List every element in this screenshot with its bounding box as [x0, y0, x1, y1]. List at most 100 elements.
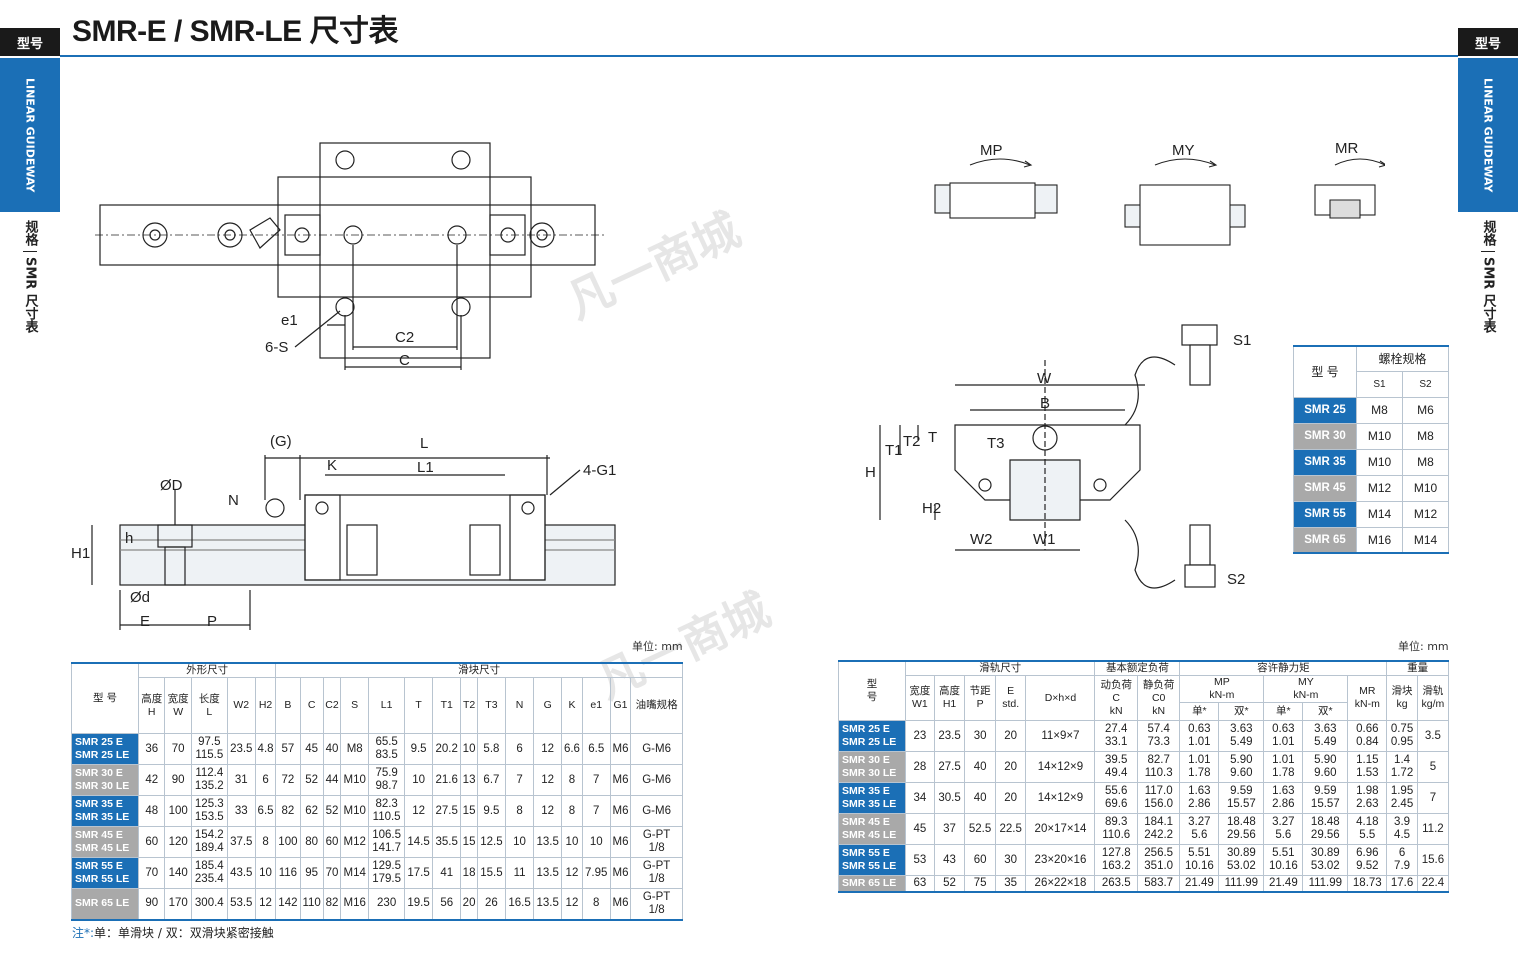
table-cell: M16: [340, 888, 370, 921]
bolt-model: SMR 65: [1293, 526, 1357, 554]
table-cell: 55.6 69.6: [1094, 782, 1138, 814]
table-cell: 82.3 110.5: [368, 795, 406, 827]
table-cell: 154.2 189.4: [190, 826, 228, 858]
table-cell: 3.63 5.49: [1302, 720, 1349, 752]
model-name: SMR 35 LE: [842, 798, 897, 810]
table-cell: 40: [322, 733, 342, 765]
table-cell: 15: [460, 795, 478, 827]
bolt-header-s2: S2: [1402, 370, 1449, 398]
table-cell: 6.5: [254, 795, 277, 827]
table-cell: 263.5: [1094, 875, 1138, 893]
table-cell: 28: [905, 751, 935, 783]
rt-col-single: 单*: [1179, 702, 1220, 721]
table-cell: 95: [299, 857, 324, 889]
footnote: 注*:单：单滑块 / 双：双滑块紧密接触: [72, 924, 274, 941]
lt-col-header: K: [561, 677, 583, 734]
table-cell: 112.4 135.2: [190, 764, 228, 796]
lt-col-header: N: [504, 677, 535, 734]
table-cell: 9.59 15.57: [1302, 782, 1349, 814]
table-cell: 9.5: [404, 733, 434, 765]
label-c2: C2: [395, 329, 414, 346]
side-sub-right: 规格 SMR 尺寸表: [1458, 216, 1518, 336]
table-cell: 1.63 2.86: [1179, 782, 1220, 814]
table-cell: M6: [609, 888, 632, 921]
table-cell: 170: [164, 888, 192, 921]
rt-col-mp: MP kN-m: [1179, 675, 1265, 703]
side-tab-linear-guideway-left[interactable]: LINEAR GUIDEWAY: [0, 58, 60, 212]
model-name: SMR 35 E: [842, 785, 890, 797]
label-k: K: [327, 457, 337, 474]
table-cell: 6: [254, 764, 277, 796]
bolt-header-model: 型 号: [1293, 345, 1357, 398]
model-name: SMR 45 E: [842, 816, 890, 828]
label-w: W: [1037, 370, 1052, 387]
lt-col-header: e1: [581, 677, 611, 734]
table-cell: 18.48 29.56: [1302, 813, 1349, 845]
table-cell: 35: [994, 875, 1027, 893]
table-cell: 36: [137, 733, 166, 765]
rt-header-moment: 容许静力矩: [1179, 660, 1388, 676]
table-cell: 106.5 141.7: [368, 826, 406, 858]
table-cell: 18.48 29.56: [1218, 813, 1265, 845]
lt-col-header: T2: [460, 677, 478, 734]
table-cell: 90: [137, 888, 166, 921]
model-name: SMR 55 E: [842, 847, 890, 859]
label-c: C: [399, 352, 410, 369]
table-cell: 127.8 163.2: [1094, 844, 1138, 876]
table-cell: 90: [164, 764, 192, 796]
table-cell: 10: [581, 826, 611, 858]
table-cell: M10: [340, 764, 370, 796]
lt-col-header: C2: [322, 677, 342, 734]
table-cell: 10: [404, 764, 434, 796]
bolt-s1: M10: [1356, 448, 1403, 476]
table-cell: 23: [905, 720, 935, 752]
table-cell: 1.98 2.63: [1347, 782, 1388, 814]
lt-header-model: 型 号: [71, 662, 139, 734]
table-cell: 140: [164, 857, 192, 889]
table-cell: 63: [905, 875, 935, 893]
bolt-model: SMR 30: [1293, 422, 1357, 450]
label-t2: T2: [903, 433, 921, 450]
lt-col-header: 油嘴规格: [630, 677, 683, 734]
table-cell: 82.7 110.3: [1136, 751, 1181, 783]
table-cell: M14: [340, 857, 370, 889]
table-cell: M6: [609, 764, 632, 796]
table-cell: 111.99: [1302, 875, 1349, 893]
bolt-s2: M8: [1402, 422, 1449, 450]
table-cell: 17.6: [1386, 875, 1418, 893]
label-p: P: [207, 613, 217, 630]
top-view-drawing: e1 6-S C2 C: [95, 142, 605, 370]
side-tab-linear-guideway-right[interactable]: LINEAR GUIDEWAY: [1458, 58, 1518, 212]
label-e: E: [140, 613, 150, 630]
table-cell: 43.5: [226, 857, 256, 889]
table-cell: 1.01 1.78: [1179, 751, 1220, 783]
label-t3: T3: [987, 435, 1005, 452]
table-cell: 30.89 53.02: [1302, 844, 1349, 876]
bolt-s1: M12: [1356, 474, 1403, 502]
bolt-header-s1: S1: [1356, 370, 1403, 398]
table-cell: 11: [504, 857, 535, 889]
side-divider: [23, 250, 37, 252]
table-cell: 33: [226, 795, 256, 827]
label-w2: W2: [970, 531, 993, 548]
bolt-s2: M6: [1402, 396, 1449, 424]
lt-col-header: T1: [432, 677, 462, 734]
table-cell: M8: [340, 733, 370, 765]
lt-col-header: G: [533, 677, 563, 734]
table-cell: 21.49: [1263, 875, 1304, 893]
side-table-label: SMR 尺寸表: [22, 256, 38, 333]
label-n: N: [228, 492, 239, 509]
table-cell: 6 7.9: [1386, 844, 1418, 876]
table-cell: 21.6: [432, 764, 462, 796]
table-cell: 70: [137, 857, 166, 889]
rt-col-mr: MR kN-m: [1347, 675, 1388, 721]
table-cell: 19.5: [404, 888, 434, 921]
model-name: SMR 30 LE: [842, 767, 897, 779]
table-cell: 42: [137, 764, 166, 796]
table-cell: 14×12×9: [1025, 751, 1096, 783]
table-cell: 1.95 2.45: [1386, 782, 1418, 814]
rt-header-load: 基本额定负荷: [1094, 660, 1181, 676]
